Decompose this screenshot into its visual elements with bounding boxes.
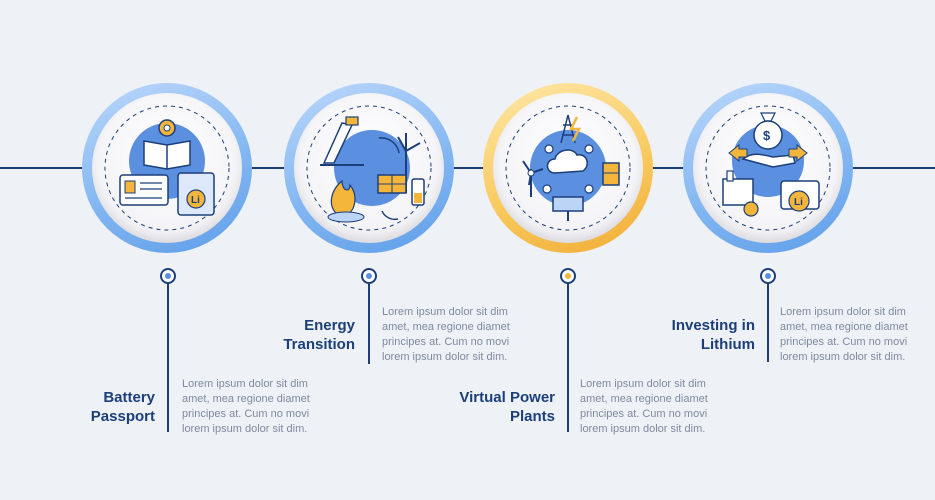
energy-transition-icon bbox=[306, 105, 432, 231]
step-2-title: Energy Transition bbox=[283, 317, 355, 353]
step-4-circle: $ Li bbox=[683, 83, 853, 253]
step-1-dot bbox=[160, 268, 176, 284]
step-1-description: Lorem ipsum dolor sit dim amet, mea regi… bbox=[182, 378, 310, 435]
timeline-line bbox=[0, 167, 935, 169]
step-3-title: Virtual Power Plants bbox=[459, 389, 555, 425]
step-2-dot bbox=[361, 268, 377, 284]
svg-text:$: $ bbox=[763, 128, 771, 143]
step-2-connector bbox=[368, 284, 370, 364]
step-4-title: Investing in Lithium bbox=[671, 317, 755, 353]
step-4-description: Lorem ipsum dolor sit dim amet, mea regi… bbox=[780, 306, 908, 363]
step-2-description: Lorem ipsum dolor sit dim amet, mea regi… bbox=[382, 306, 510, 363]
step-3-dot bbox=[560, 268, 576, 284]
step-1-circle: Li bbox=[82, 83, 252, 253]
step-1-title: Battery Passport bbox=[90, 389, 155, 425]
step-2-circle bbox=[284, 83, 454, 253]
battery-passport-icon: Li bbox=[104, 105, 230, 231]
step-3-circle bbox=[483, 83, 653, 253]
lithium-investment-icon: $ Li bbox=[705, 105, 831, 231]
svg-text:Li: Li bbox=[191, 195, 200, 206]
step-3-description: Lorem ipsum dolor sit dim amet, mea regi… bbox=[580, 378, 708, 435]
step-4-connector bbox=[767, 284, 769, 362]
virtual-power-plant-icon bbox=[505, 105, 631, 231]
step-1-connector bbox=[167, 284, 169, 432]
svg-text:Li: Li bbox=[794, 197, 803, 208]
step-3-connector bbox=[567, 284, 569, 432]
step-4-dot bbox=[760, 268, 776, 284]
